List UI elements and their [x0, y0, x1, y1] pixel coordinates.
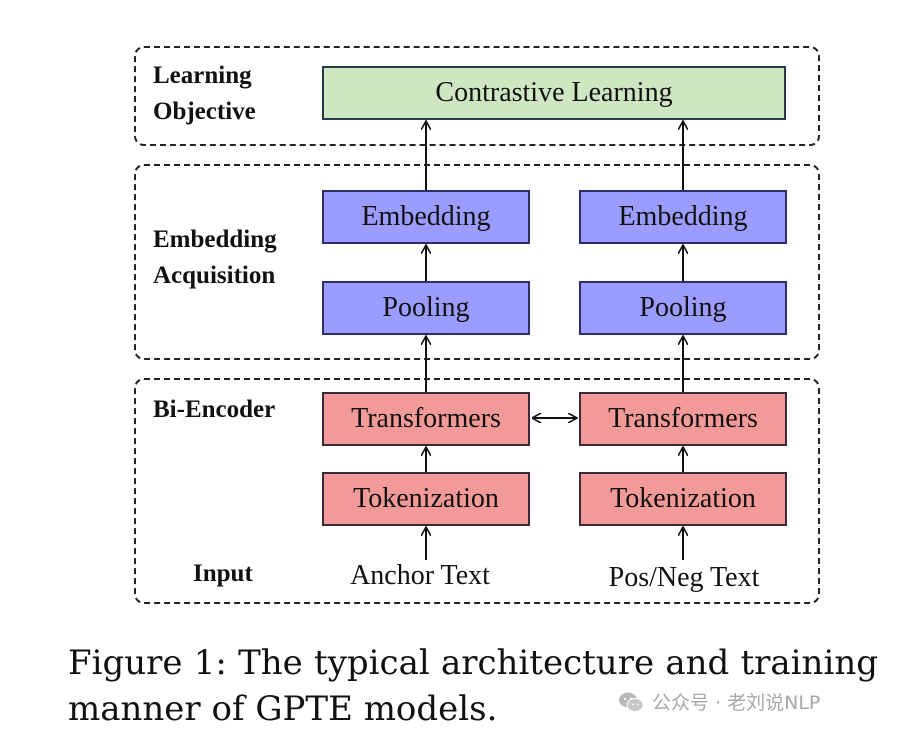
- watermark-text: 公众号 · 老刘说NLP: [652, 692, 821, 714]
- embedding-acquisition-label: Embedding Acquisition: [153, 226, 277, 289]
- anchor-text-label: Anchor Text: [350, 560, 490, 591]
- bi-encoder-section: [134, 378, 820, 604]
- input-label: Input: [193, 560, 253, 587]
- left-pooling-box: Pooling: [322, 281, 530, 335]
- contrastive-learning-box: Contrastive Learning: [322, 66, 786, 120]
- right-tokenization-box: Tokenization: [579, 472, 787, 526]
- figure-caption: Figure 1: The typical architecture and t…: [68, 643, 878, 729]
- right-embedding-box: Embedding: [579, 190, 787, 244]
- wechat-icon: [619, 692, 644, 712]
- learning-objective-label: Learning Objective: [153, 62, 256, 125]
- left-transformers-box: Transformers: [322, 392, 530, 446]
- left-embedding-box: Embedding: [322, 190, 530, 244]
- right-pooling-box: Pooling: [579, 281, 787, 335]
- right-transformers-box: Transformers: [579, 392, 787, 446]
- embedding-acquisition-section: [134, 164, 820, 360]
- learning-objective-section: [134, 46, 820, 146]
- bi-encoder-label: Bi-Encoder: [153, 396, 276, 423]
- watermark: 公众号 · 老刘说NLP: [618, 688, 820, 715]
- posneg-text-label: Pos/Neg Text: [608, 562, 760, 593]
- left-tokenization-box: Tokenization: [322, 472, 530, 526]
